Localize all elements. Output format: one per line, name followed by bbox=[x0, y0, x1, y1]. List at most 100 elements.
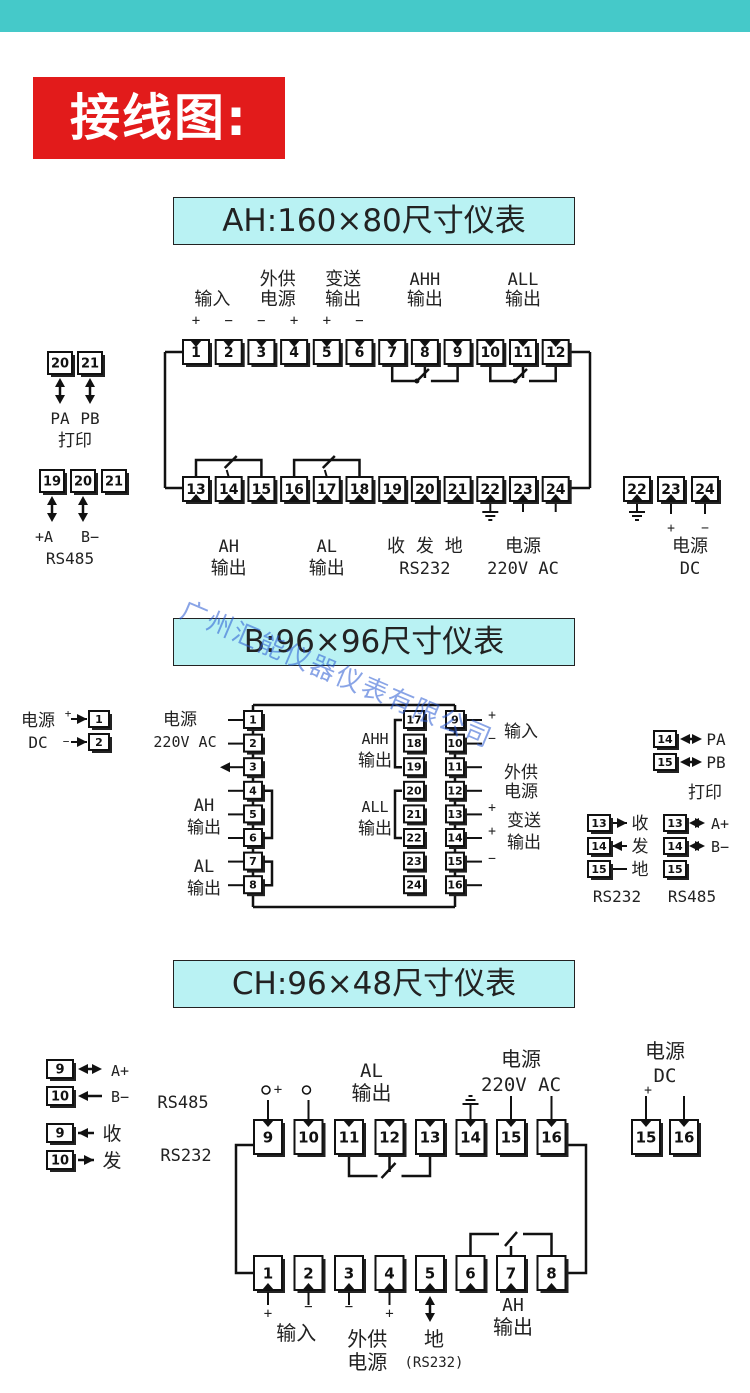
sign-label: + bbox=[385, 1306, 393, 1322]
terminal-number: 12 bbox=[546, 345, 565, 361]
terminal-box bbox=[46, 1150, 74, 1170]
terminal-number: 13 bbox=[186, 482, 205, 498]
ah-label-dc: 电源 bbox=[672, 536, 708, 557]
ah-relay-al bbox=[292, 458, 361, 477]
ch-dc-terminal: 16 bbox=[669, 1119, 701, 1157]
sign-label: − bbox=[488, 852, 496, 867]
arrow-head bbox=[78, 1064, 88, 1074]
b-terminal-right: 15 bbox=[445, 851, 467, 873]
terminal-box bbox=[70, 469, 96, 493]
ch-terminal-bottom: 5 bbox=[415, 1255, 447, 1293]
ah-terminal-top: 9 bbox=[443, 339, 474, 367]
terminal-tab bbox=[545, 1283, 558, 1290]
relay-common bbox=[225, 469, 230, 478]
arrow-head bbox=[55, 378, 65, 387]
terminal-box bbox=[403, 710, 425, 729]
relay-pivot bbox=[512, 378, 518, 384]
sign-label: − bbox=[224, 313, 232, 329]
ch-terminal-top: 16 bbox=[536, 1119, 569, 1157]
terminal-box bbox=[101, 469, 127, 493]
ch-label-rs485: RS485 bbox=[157, 1093, 208, 1113]
sign-label: − bbox=[257, 313, 265, 329]
terminal-number: 10 bbox=[51, 1154, 69, 1169]
arrow-head bbox=[695, 818, 705, 828]
b-dc-terminal: 1 bbox=[88, 710, 112, 730]
terminal-tab bbox=[418, 340, 431, 347]
terminal-tab bbox=[699, 494, 711, 501]
terminal-number: 9 bbox=[55, 1063, 64, 1078]
ch-terminal-top: 11 bbox=[334, 1119, 366, 1157]
ch-terminal-bottom: 3 bbox=[334, 1255, 366, 1293]
terminal-box bbox=[39, 469, 65, 493]
ch-label-dc: DC bbox=[654, 1065, 677, 1087]
terminal-box bbox=[403, 804, 425, 824]
terminal-number: 14 bbox=[447, 831, 463, 844]
arrow-head bbox=[680, 757, 690, 767]
b-terminal-right: 14 bbox=[445, 828, 467, 849]
terminal-tab bbox=[255, 494, 268, 501]
terminal-box bbox=[374, 1255, 405, 1291]
ah-relay-ah bbox=[194, 458, 263, 477]
ch-label-a: A+ bbox=[111, 1062, 129, 1080]
terminal-number: 7 bbox=[387, 345, 397, 361]
arrow-head bbox=[85, 378, 95, 387]
terminal-number: 23 bbox=[513, 482, 532, 498]
ch-terminal-top: 13 bbox=[415, 1119, 447, 1157]
ch-terminal-top: 10 bbox=[293, 1119, 326, 1157]
terminal-number: 16 bbox=[284, 482, 303, 498]
b-relay-ah bbox=[264, 789, 274, 840]
b-terminal-left: 1 bbox=[243, 710, 265, 731]
arrow-head bbox=[425, 1296, 435, 1305]
terminal-number: 10 bbox=[447, 737, 463, 750]
terminal-number: 7 bbox=[249, 855, 257, 868]
terminal-box bbox=[587, 837, 611, 855]
b-label-print: 打印 bbox=[688, 783, 722, 803]
terminal-number: 15 bbox=[667, 863, 682, 876]
terminal-box bbox=[443, 339, 472, 365]
terminal-number: 15 bbox=[447, 855, 462, 868]
b-terminal-left: 8 bbox=[243, 875, 265, 897]
b-terminal-left: 3 bbox=[243, 757, 265, 779]
ah-label-ahh: 输出 bbox=[407, 289, 443, 310]
terminal-number: 22 bbox=[481, 482, 500, 498]
sign-label: − bbox=[304, 1299, 312, 1315]
b-label-aux: 外供 bbox=[504, 763, 538, 783]
relay-blade bbox=[514, 368, 528, 382]
arrow-head bbox=[92, 1064, 102, 1074]
terminal-number: 17 bbox=[406, 713, 421, 726]
terminal-number: 20 bbox=[406, 784, 422, 797]
ah-terminal-top: 11 bbox=[509, 339, 539, 367]
ah-terminal-bottom: 17 bbox=[312, 476, 343, 504]
terminal-number: 4 bbox=[249, 784, 257, 797]
ah-label-print: 打印 bbox=[58, 431, 92, 451]
ah-rs485-terminal: 21 bbox=[101, 469, 129, 495]
ah-terminal-bottom: 19 bbox=[378, 476, 409, 504]
terminal-number: 5 bbox=[425, 1264, 435, 1282]
terminal-box bbox=[88, 710, 110, 728]
terminal-number: 23 bbox=[661, 482, 680, 498]
arrow-head bbox=[77, 737, 87, 747]
sign-label: + bbox=[290, 313, 298, 329]
section-title-b: B:96×96尺寸仪表 bbox=[173, 618, 575, 666]
ch-label-input: 输入 bbox=[276, 1321, 316, 1345]
section-title-ah: AH:160×80尺寸仪表 bbox=[173, 197, 575, 245]
sign-label: − bbox=[355, 313, 363, 329]
terminal-tab bbox=[517, 494, 529, 501]
terminal-number: 21 bbox=[448, 482, 467, 498]
ah-terminal-bottom: 22 bbox=[476, 476, 507, 504]
ch-relay-al bbox=[401, 1157, 432, 1178]
page-heading: 接线图: bbox=[33, 77, 285, 159]
b-terminal-inner: 20 bbox=[403, 780, 427, 802]
ch-rs232-terminal: 10 bbox=[46, 1150, 76, 1172]
terminal-box bbox=[46, 1123, 74, 1143]
ah-relay-ahh bbox=[430, 367, 459, 383]
terminal-number: 14 bbox=[667, 840, 683, 853]
terminal-number: 15 bbox=[501, 1128, 522, 1146]
terminal-number: 24 bbox=[695, 482, 715, 498]
terminal-box bbox=[663, 837, 687, 855]
b-label-a: A+ bbox=[711, 815, 729, 833]
terminal-tab bbox=[302, 1283, 315, 1290]
terminal-number: 4 bbox=[384, 1264, 394, 1282]
terminal-number: 1 bbox=[249, 713, 257, 726]
